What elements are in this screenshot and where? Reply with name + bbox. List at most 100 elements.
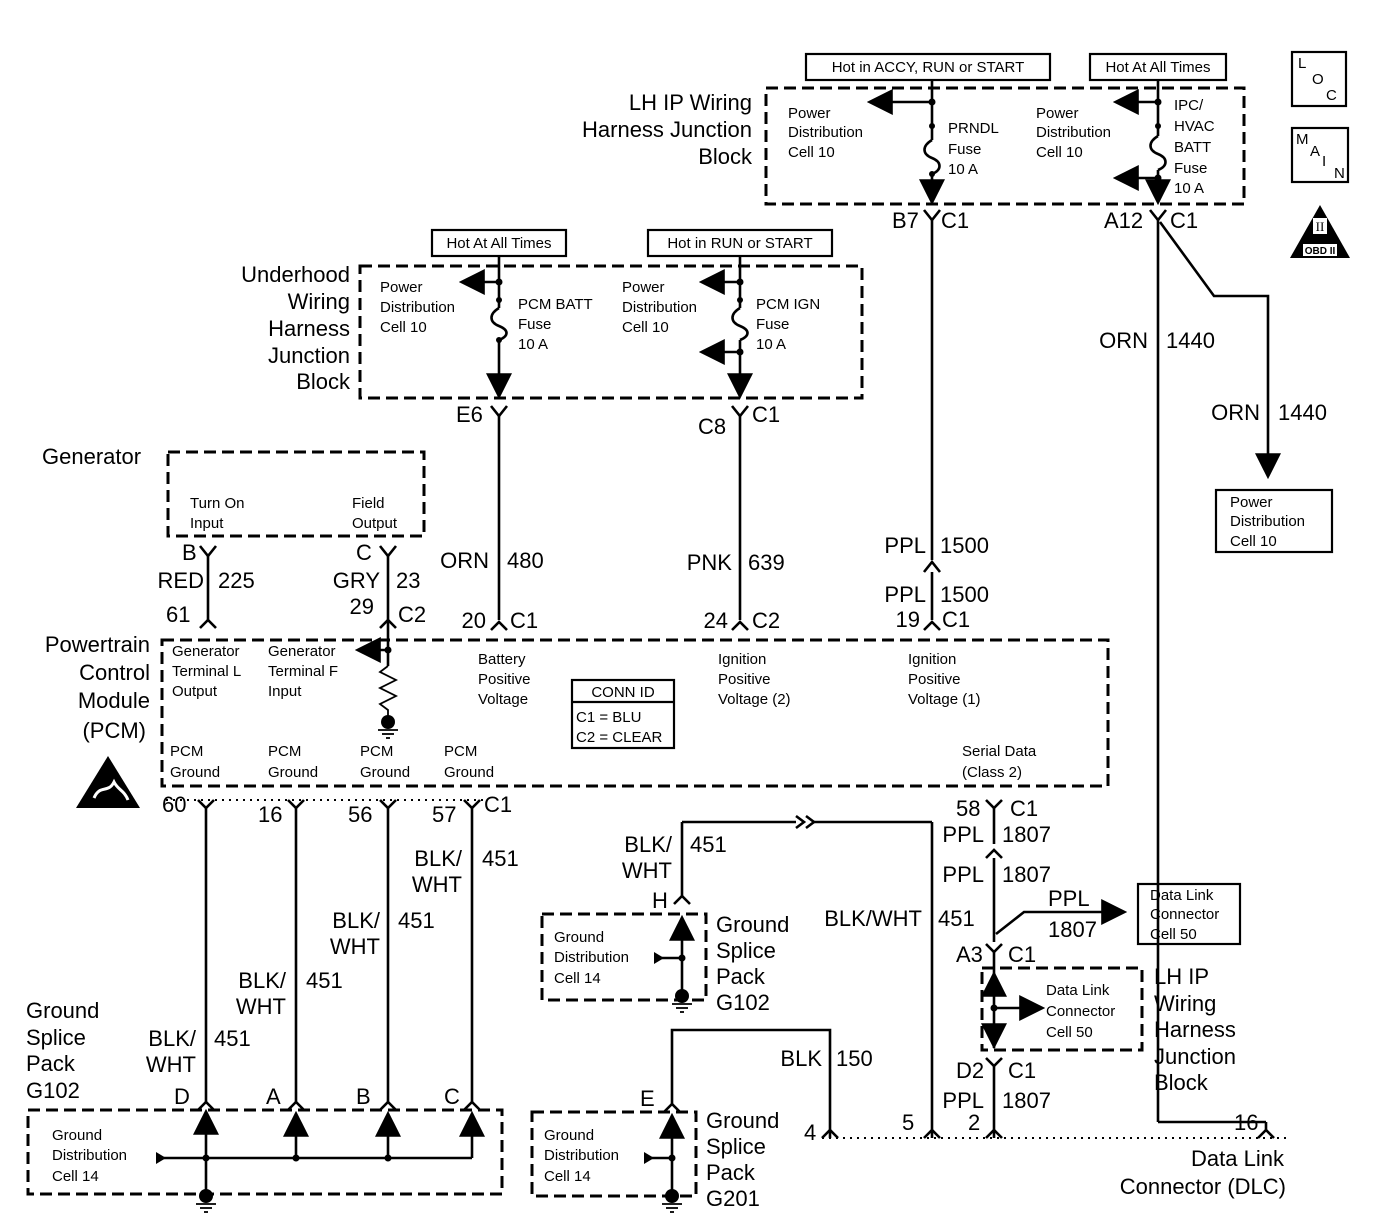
svg-text:Harness: Harness bbox=[1154, 1017, 1236, 1042]
svg-text:Module: Module bbox=[78, 688, 150, 713]
svg-text:Positive: Positive bbox=[908, 671, 961, 688]
svg-text:Ground: Ground bbox=[26, 998, 99, 1023]
svg-text:A3: A3 bbox=[956, 942, 983, 967]
svg-text:20: 20 bbox=[462, 608, 486, 633]
svg-text:Ignition: Ignition bbox=[908, 651, 956, 668]
svg-text:10 A: 10 A bbox=[518, 336, 548, 353]
svg-text:C1: C1 bbox=[941, 208, 969, 233]
svg-text:LH IP: LH IP bbox=[1154, 964, 1209, 989]
svg-text:Cell 14: Cell 14 bbox=[544, 1168, 591, 1185]
svg-text:639: 639 bbox=[748, 550, 785, 575]
underhood-junction-block: Underhood Wiring Harness Junction Block … bbox=[241, 262, 864, 400]
svg-text:BATT: BATT bbox=[1174, 139, 1211, 156]
svg-text:E: E bbox=[640, 1086, 655, 1111]
svg-text:Hot At All Times: Hot At All Times bbox=[1105, 59, 1210, 76]
svg-text:Pack: Pack bbox=[26, 1051, 76, 1076]
svg-text:Input: Input bbox=[190, 515, 224, 532]
svg-text:PCM BATT: PCM BATT bbox=[518, 296, 593, 313]
svg-text:BLK/: BLK/ bbox=[238, 968, 287, 993]
svg-text:Wiring: Wiring bbox=[288, 289, 350, 314]
svg-text:C2: C2 bbox=[752, 608, 780, 633]
svg-text:1500: 1500 bbox=[940, 533, 989, 558]
generator: Generator Turn On Input Field Output bbox=[42, 444, 426, 538]
svg-text:H: H bbox=[652, 888, 668, 913]
svg-text:Serial Data: Serial Data bbox=[962, 743, 1037, 760]
svg-text:1500: 1500 bbox=[940, 582, 989, 607]
svg-text:GRY: GRY bbox=[333, 568, 381, 593]
svg-text:Ground: Ground bbox=[544, 1127, 594, 1144]
svg-text:PCM: PCM bbox=[268, 743, 301, 760]
pcm-field-resistor bbox=[354, 636, 399, 739]
svg-text:CONN ID: CONN ID bbox=[591, 684, 655, 701]
svg-text:1440: 1440 bbox=[1166, 328, 1215, 353]
svg-text:Connector (DLC): Connector (DLC) bbox=[1120, 1174, 1286, 1199]
svg-text:PPL: PPL bbox=[1048, 886, 1090, 911]
svg-text:Cell 50: Cell 50 bbox=[1150, 926, 1197, 943]
svg-text:WHT: WHT bbox=[412, 872, 462, 897]
svg-text:BLK/WHT: BLK/WHT bbox=[824, 906, 922, 931]
lh-ip-junction-block-lower: Data Link Connector Cell 50 LH IP Wiring… bbox=[980, 952, 1236, 1095]
svg-text:Power: Power bbox=[1230, 494, 1273, 511]
svg-text:Input: Input bbox=[268, 683, 302, 700]
svg-text:WHT: WHT bbox=[330, 934, 380, 959]
data-link-connector-dlc: 4 5 2 16 Data Link Connector (DLC) bbox=[804, 1110, 1286, 1199]
loc-icon: L O C bbox=[1290, 50, 1348, 108]
svg-text:A12: A12 bbox=[1104, 208, 1143, 233]
svg-text:56: 56 bbox=[348, 802, 372, 827]
svg-text:Pack: Pack bbox=[706, 1160, 756, 1185]
svg-text:1807: 1807 bbox=[1002, 822, 1051, 847]
svg-text:Junction: Junction bbox=[268, 343, 350, 368]
svg-text:Fuse: Fuse bbox=[1174, 160, 1207, 177]
svg-text:451: 451 bbox=[690, 832, 727, 857]
svg-text:PCM: PCM bbox=[444, 743, 477, 760]
svg-text:Distribution: Distribution bbox=[380, 299, 455, 316]
svg-text:C8: C8 bbox=[698, 414, 726, 439]
svg-text:Ground: Ground bbox=[444, 764, 494, 781]
svg-text:Harness: Harness bbox=[268, 316, 350, 341]
svg-text:Data Link: Data Link bbox=[1191, 1146, 1285, 1171]
svg-text:RED: RED bbox=[158, 568, 204, 593]
svg-text:Cell 14: Cell 14 bbox=[554, 970, 601, 987]
svg-text:Splice: Splice bbox=[716, 938, 776, 963]
svg-text:Generator: Generator bbox=[172, 643, 240, 660]
svg-text:C2 = CLEAR: C2 = CLEAR bbox=[576, 729, 662, 746]
svg-text:Power: Power bbox=[622, 279, 665, 296]
svg-text:Ground: Ground bbox=[554, 929, 604, 946]
svg-text:Output: Output bbox=[172, 683, 218, 700]
svg-text:Ground: Ground bbox=[706, 1108, 779, 1133]
svg-text:451: 451 bbox=[938, 906, 975, 931]
svg-text:Generator: Generator bbox=[268, 643, 336, 660]
svg-text:Output: Output bbox=[352, 515, 398, 532]
svg-text:Hot At All Times: Hot At All Times bbox=[446, 235, 551, 252]
svg-text:Hot in RUN or START: Hot in RUN or START bbox=[667, 235, 812, 252]
svg-text:Voltage (2): Voltage (2) bbox=[718, 691, 791, 708]
svg-text:PCM IGN: PCM IGN bbox=[756, 296, 820, 313]
pcm-batt-fuse-circuit bbox=[458, 256, 512, 400]
svg-text:1807: 1807 bbox=[1002, 1088, 1051, 1113]
data-link-connector-cell-50-box: Data Link Connector Cell 50 bbox=[1136, 882, 1242, 946]
prndl-fuse-circuit bbox=[866, 80, 945, 206]
svg-text:Distribution: Distribution bbox=[622, 299, 697, 316]
svg-text:Field: Field bbox=[352, 495, 385, 512]
svg-text:Cell 10: Cell 10 bbox=[788, 144, 835, 161]
ground-splice-pack-g102-bottom: Ground Splice Pack G102 Ground Distribut… bbox=[26, 998, 504, 1213]
svg-text:PNK: PNK bbox=[687, 550, 733, 575]
pcm-module: Powertrain Control Module (PCM) Generato… bbox=[45, 632, 1110, 788]
svg-text:Voltage (1): Voltage (1) bbox=[908, 691, 981, 708]
svg-text:Distribution: Distribution bbox=[1036, 124, 1111, 141]
svg-text:OBD II: OBD II bbox=[1305, 246, 1336, 257]
svg-text:16: 16 bbox=[258, 802, 282, 827]
svg-text:23: 23 bbox=[396, 568, 420, 593]
svg-text:C: C bbox=[444, 1084, 460, 1109]
svg-text:Distribution: Distribution bbox=[52, 1147, 127, 1164]
svg-text:19: 19 bbox=[896, 607, 920, 632]
svg-text:PPL: PPL bbox=[942, 822, 984, 847]
svg-text:C1: C1 bbox=[1170, 208, 1198, 233]
svg-text:WHT: WHT bbox=[622, 858, 672, 883]
svg-text:10 A: 10 A bbox=[948, 161, 978, 178]
svg-text:Fuse: Fuse bbox=[756, 316, 789, 333]
svg-text:Harness Junction: Harness Junction bbox=[582, 117, 752, 142]
svg-text:C1 = BLU: C1 = BLU bbox=[576, 709, 641, 726]
svg-text:Data Link: Data Link bbox=[1046, 982, 1110, 999]
